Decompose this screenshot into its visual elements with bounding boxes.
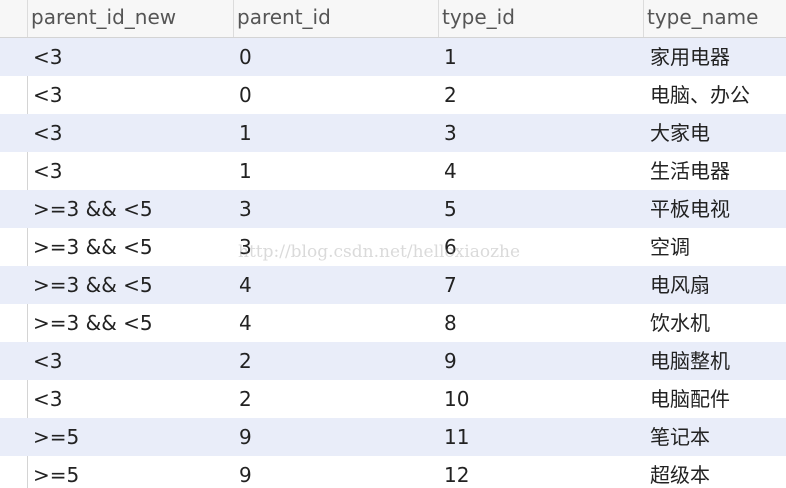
cell-parent-id-new[interactable]: >=3 && <5 <box>33 273 153 297</box>
cell-type-name[interactable]: 大家电 <box>650 121 710 145</box>
cell-parent-id[interactable]: 3 <box>239 235 252 259</box>
cell-parent-id-new[interactable]: <3 <box>33 349 63 373</box>
cell-type-id[interactable]: 2 <box>444 83 457 107</box>
cell-type-id[interactable]: 3 <box>444 121 457 145</box>
table-row[interactable]: <3 1 4 生活电器 <box>0 152 786 190</box>
table-row[interactable]: <3 0 1 家用电器 <box>0 38 786 76</box>
cell-type-name[interactable]: 空调 <box>650 235 690 259</box>
cell-type-id[interactable]: 12 <box>444 463 470 487</box>
cell-parent-id[interactable]: 4 <box>239 273 252 297</box>
cell-type-id[interactable]: 4 <box>444 159 457 183</box>
cell-type-name[interactable]: 饮水机 <box>650 311 710 335</box>
cell-type-id[interactable]: 1 <box>444 45 457 69</box>
column-header-parent-id[interactable]: parent_id <box>233 0 438 37</box>
cell-parent-id-new[interactable]: >=5 <box>33 425 80 449</box>
cell-type-name[interactable]: 电风扇 <box>650 273 710 297</box>
table-row[interactable]: <3 0 2 电脑、办公 <box>0 76 786 114</box>
cell-type-name[interactable]: 家用电器 <box>650 45 730 69</box>
cell-parent-id-new[interactable]: <3 <box>33 83 63 107</box>
cell-parent-id-new[interactable]: >=3 && <5 <box>33 197 153 221</box>
cell-parent-id[interactable]: 3 <box>239 197 252 221</box>
cell-type-id[interactable]: 11 <box>444 425 470 449</box>
cell-parent-id[interactable]: 9 <box>239 463 252 487</box>
cell-type-name[interactable]: 超级本 <box>650 463 710 487</box>
table-row[interactable]: >=3 && <5 3 6 空调 <box>0 228 786 266</box>
cell-parent-id[interactable]: 1 <box>239 121 252 145</box>
column-header-type-name[interactable]: type_name <box>643 0 786 37</box>
cell-type-id[interactable]: 10 <box>444 387 470 411</box>
table-row[interactable]: >=3 && <5 4 8 饮水机 <box>0 304 786 342</box>
table-row[interactable]: >=3 && <5 3 5 平板电视 <box>0 190 786 228</box>
cell-type-id[interactable]: 8 <box>444 311 457 335</box>
cell-parent-id[interactable]: 0 <box>239 45 252 69</box>
table-row[interactable]: >=5 9 11 笔记本 <box>0 418 786 456</box>
cell-type-id[interactable]: 5 <box>444 197 457 221</box>
table-row[interactable]: <3 2 10 电脑配件 <box>0 380 786 418</box>
cell-parent-id[interactable]: 1 <box>239 159 252 183</box>
cell-type-id[interactable]: 7 <box>444 273 457 297</box>
table-row[interactable]: >=3 && <5 4 7 电风扇 <box>0 266 786 304</box>
cell-parent-id[interactable]: 0 <box>239 83 252 107</box>
cell-parent-id[interactable]: 2 <box>239 349 252 373</box>
cell-parent-id[interactable]: 4 <box>239 311 252 335</box>
cell-parent-id-new[interactable]: <3 <box>33 387 63 411</box>
table-row[interactable]: >=5 9 12 超级本 <box>0 456 786 488</box>
column-header-row: parent_id_new parent_id type_id type_nam… <box>0 0 786 38</box>
cell-parent-id-new[interactable]: >=3 && <5 <box>33 311 153 335</box>
cell-type-name[interactable]: 电脑配件 <box>650 387 730 411</box>
cell-parent-id[interactable]: 2 <box>239 387 252 411</box>
cell-parent-id[interactable]: 9 <box>239 425 252 449</box>
cell-type-name[interactable]: 电脑整机 <box>650 349 730 373</box>
column-header-type-id[interactable]: type_id <box>438 0 643 37</box>
column-header-parent-id-new[interactable]: parent_id_new <box>27 0 233 37</box>
cell-parent-id-new[interactable]: >=3 && <5 <box>33 235 153 259</box>
cell-parent-id-new[interactable]: <3 <box>33 159 63 183</box>
cell-type-name[interactable]: 电脑、办公 <box>650 83 750 107</box>
cell-type-id[interactable]: 6 <box>444 235 457 259</box>
table-row[interactable]: <3 2 9 电脑整机 <box>0 342 786 380</box>
table-row[interactable]: <3 1 3 大家电 <box>0 114 786 152</box>
cell-type-id[interactable]: 9 <box>444 349 457 373</box>
table-body: <3 0 1 家用电器 <3 0 2 电脑、办公 <3 1 3 大家电 <3 1… <box>0 38 786 488</box>
cell-parent-id-new[interactable]: <3 <box>33 45 63 69</box>
cell-type-name[interactable]: 生活电器 <box>650 159 730 183</box>
cell-parent-id-new[interactable]: <3 <box>33 121 63 145</box>
cell-type-name[interactable]: 笔记本 <box>650 425 710 449</box>
cell-type-name[interactable]: 平板电视 <box>650 197 730 221</box>
cell-parent-id-new[interactable]: >=5 <box>33 463 80 487</box>
